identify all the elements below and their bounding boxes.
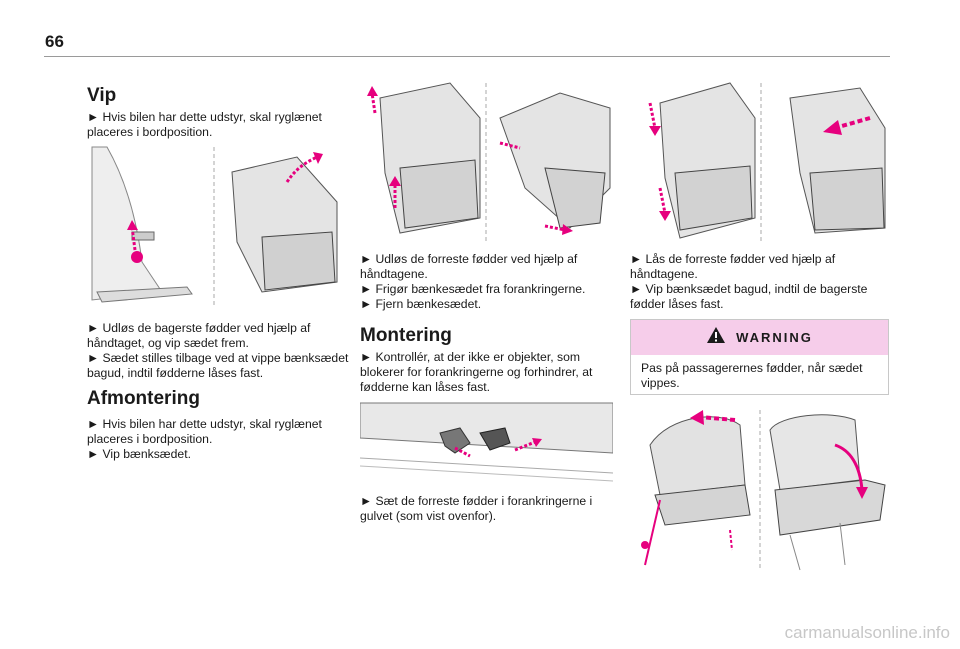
- watermark: carmanualsonline.info: [784, 623, 950, 642]
- montering-text-1: ► Kontrollér, at der ikke er objekter, s…: [360, 350, 593, 394]
- heading-montering: Montering: [360, 325, 452, 346]
- heading-vip: Vip: [87, 85, 117, 106]
- illustration-tilt: [640, 405, 890, 575]
- vip-text-2: ► Udløs de bagerste fødder ved hjælp af …: [87, 321, 349, 380]
- illustration-vip: [87, 142, 340, 310]
- illustration-anchors: [360, 398, 613, 482]
- warning-title: WARNING: [736, 330, 813, 345]
- top-rule: [44, 56, 890, 57]
- warning-triangle-icon: [706, 326, 726, 349]
- middle-text-1: ► Udløs de forreste fødder ved hjælp af …: [360, 252, 586, 311]
- warning-header: WARNING: [631, 320, 888, 355]
- montering-text-2: ► Sæt de forreste fødder i forankringern…: [360, 494, 593, 523]
- page-number: 66: [45, 32, 64, 51]
- heading-afmontering: Afmontering: [87, 388, 200, 409]
- warning-text: Pas på passagerernes fødder, når sædet v…: [641, 361, 863, 390]
- illustration-afmontering: [360, 78, 613, 246]
- illustration-montering: [630, 78, 889, 246]
- warning-box: WARNING Pas på passagerernes fødder, når…: [630, 319, 889, 395]
- afmontering-text: ► Hvis bilen har dette udstyr, skal rygl…: [87, 417, 322, 461]
- right-text-1: ► Lås de forreste fødder ved hjælp af hå…: [630, 252, 868, 311]
- vip-text-1: ► Hvis bilen har dette udstyr, skal rygl…: [87, 110, 322, 139]
